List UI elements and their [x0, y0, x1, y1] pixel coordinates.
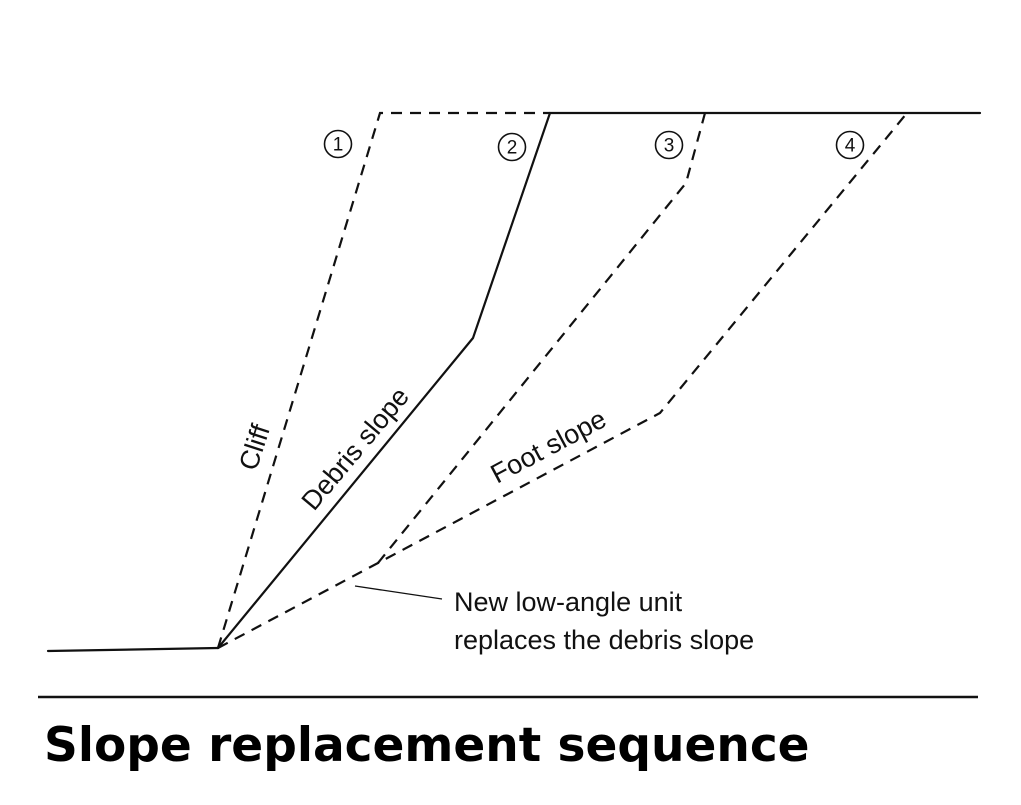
foot-slope-label: Foot slope: [486, 404, 611, 490]
annotation-text-line-2: replaces the debris slope: [454, 625, 754, 655]
stage-2-debris-profile: [216, 111, 552, 650]
page-caption: Slope replacement sequence: [44, 718, 810, 773]
stage-marker-3: 3: [654, 130, 684, 160]
marker-2-text: 2: [507, 138, 518, 159]
annotation-text-line-1: New low-angle unit: [454, 587, 683, 617]
cliff-label: Cliff: [233, 420, 276, 474]
marker-1-text: 1: [333, 135, 344, 156]
marker-4-text: 4: [845, 136, 856, 157]
marker-circle-1-icon: [323, 129, 353, 159]
stage-1-cliff-profile: [216, 111, 550, 649]
marker-3-text: 3: [664, 136, 675, 157]
stage-marker-2: 2: [497, 132, 527, 162]
annotation-leader-line: [354, 585, 443, 600]
debris-slope-label: Debris slope: [296, 382, 415, 516]
lower-ground-line: [46, 646, 220, 653]
stage-marker-4: 4: [835, 130, 865, 160]
stage-marker-1: 1: [323, 129, 353, 159]
marker-circle-4-icon: [835, 130, 865, 160]
stage-4-profile: [217, 112, 908, 649]
marker-circle-2-icon: [497, 132, 527, 162]
marker-circle-3-icon: [654, 130, 684, 160]
stage-3-profile: [377, 112, 707, 564]
